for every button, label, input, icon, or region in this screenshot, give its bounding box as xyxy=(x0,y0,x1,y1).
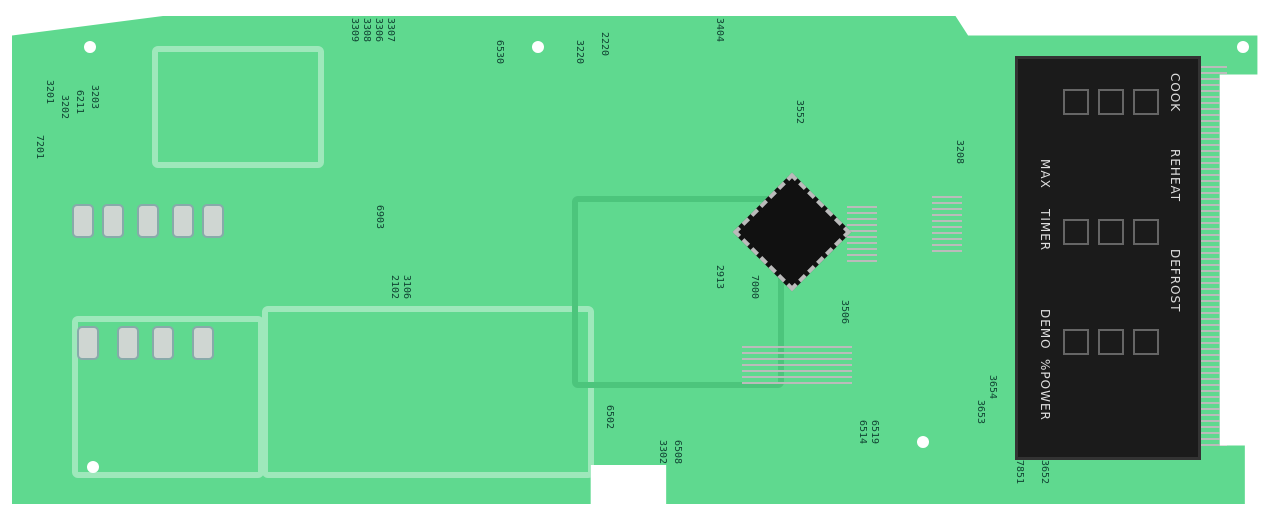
silk-label: 3106 xyxy=(401,275,412,300)
silk-label: 3309 xyxy=(349,18,360,43)
pin-header xyxy=(742,346,852,386)
silk-label: 7201 xyxy=(34,135,45,160)
solder-pad xyxy=(202,204,224,238)
silk-label: 3506 xyxy=(839,300,850,325)
digit-segment xyxy=(1063,329,1089,355)
silk-label: 3306 xyxy=(373,18,384,43)
digit-segment xyxy=(1098,329,1124,355)
display-label-power: %POWER xyxy=(1038,359,1052,421)
silk-label: 3308 xyxy=(361,18,372,43)
silk-label: 7000 xyxy=(749,275,760,300)
pin-header xyxy=(932,196,962,256)
digit-segment xyxy=(1063,89,1089,115)
solder-pad xyxy=(77,326,99,360)
solder-pad xyxy=(192,326,214,360)
silk-label: 6508 xyxy=(672,440,683,465)
digit-segment xyxy=(1133,329,1159,355)
silk-label: 2220 xyxy=(599,32,610,57)
digit-segment xyxy=(1098,219,1124,245)
silk-label: 3203 xyxy=(89,85,100,110)
digit-segment xyxy=(1133,219,1159,245)
mounting-hole xyxy=(87,461,99,473)
vfd-display: COOK REHEAT DEFROST MAX TIMER DEMO %POWE… xyxy=(1015,56,1201,460)
solder-pad xyxy=(72,204,94,238)
digit-segment xyxy=(1098,89,1124,115)
solder-pad xyxy=(137,204,159,238)
display-label-max: MAX xyxy=(1038,159,1052,189)
solder-pad xyxy=(172,204,194,238)
silk-label: 3220 xyxy=(574,40,585,65)
display-label-reheat: REHEAT xyxy=(1168,149,1182,203)
silk-label: 7851 xyxy=(1014,460,1025,485)
silk-label: 6530 xyxy=(494,40,505,65)
silk-label: 6514 xyxy=(857,420,868,445)
display-label-defrost: DEFROST xyxy=(1168,249,1182,313)
digit-segment xyxy=(1133,89,1159,115)
display-pins xyxy=(1197,66,1227,446)
silk-label: 6903 xyxy=(374,205,385,230)
silk-label: 3208 xyxy=(954,140,965,165)
silk-label: 6519 xyxy=(869,420,880,445)
silk-label: 2102 xyxy=(389,275,400,300)
mounting-hole xyxy=(532,41,544,53)
mounting-hole xyxy=(1237,41,1249,53)
signal-trace xyxy=(152,46,324,168)
mounting-hole xyxy=(917,436,929,448)
silk-label: 3404 xyxy=(714,18,725,43)
silk-label: 3652 xyxy=(1039,460,1050,485)
power-trace xyxy=(72,316,264,478)
silk-label: 3653 xyxy=(975,400,986,425)
silk-label: 3307 xyxy=(385,18,396,43)
digit-segment xyxy=(1063,219,1089,245)
silk-label: 3302 xyxy=(657,440,668,465)
silk-label: 3552 xyxy=(794,100,805,125)
display-label-demo: DEMO xyxy=(1038,309,1052,350)
mounting-hole xyxy=(84,41,96,53)
solder-pad xyxy=(152,326,174,360)
display-label-cook: COOK xyxy=(1168,73,1182,113)
ground-plane xyxy=(572,196,784,388)
silk-label: 3201 xyxy=(44,80,55,105)
silk-label: 3202 xyxy=(59,95,70,120)
solder-pad xyxy=(102,204,124,238)
pin-header xyxy=(847,206,877,266)
silk-label: 6502 xyxy=(604,405,615,430)
solder-pad xyxy=(117,326,139,360)
silk-label: 6211 xyxy=(74,90,85,115)
power-trace xyxy=(262,306,594,478)
display-label-timer: TIMER xyxy=(1038,209,1052,252)
silk-label: 3654 xyxy=(987,375,998,400)
silk-label: 2913 xyxy=(714,265,725,290)
